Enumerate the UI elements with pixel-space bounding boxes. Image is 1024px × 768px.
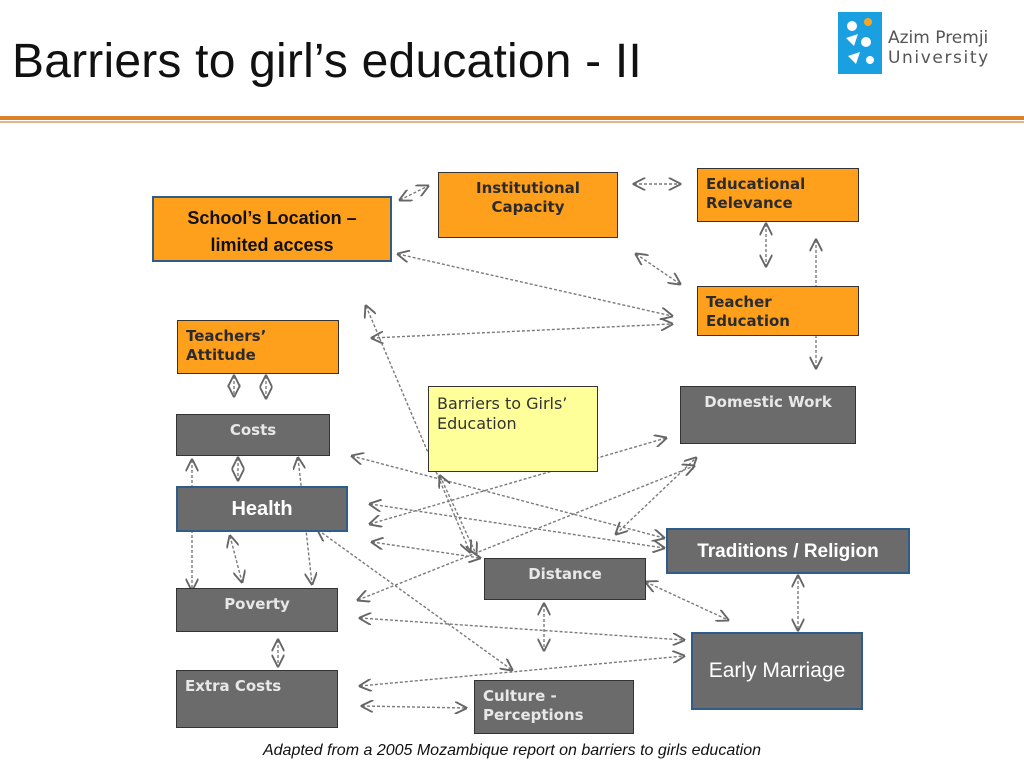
arrow-extra-marriage	[360, 656, 684, 686]
node-costs: Costs	[176, 414, 330, 456]
arrow-distance-marriage	[646, 582, 728, 620]
arrow-health-culture	[318, 530, 512, 670]
university-logo: Azim Premji University	[838, 12, 998, 78]
node-school-location: School’s Location – limited access	[152, 196, 392, 262]
node-poverty: Poverty	[176, 588, 338, 632]
source-caption: Adapted from a 2005 Mozambique report on…	[262, 742, 762, 759]
arrow-costs-poverty	[298, 458, 312, 584]
arrow-location-teacher-ed	[398, 254, 672, 316]
arrow-poverty-marriage	[360, 618, 684, 640]
node-domestic-work: Domestic Work	[680, 386, 856, 444]
node-distance: Distance	[484, 558, 646, 600]
node-teacher-education: Teacher Education	[697, 286, 859, 336]
node-teachers-attitude: Teachers’ Attitude	[177, 320, 339, 374]
arrow-location-institutional	[400, 186, 428, 200]
arrow-health-distance	[372, 542, 480, 558]
logo-mark-icon	[838, 12, 882, 74]
arrow-extra-culture	[362, 706, 466, 708]
node-institutional-capacity: Institutional Capacity	[438, 172, 618, 238]
node-barriers-to-girls-education: Barriers to Girls’ Education	[428, 386, 598, 472]
node-health: Health	[176, 486, 348, 532]
accent-rule	[0, 116, 1024, 120]
arrow-attitude-teacher-ed	[372, 324, 672, 338]
accent-rule-thin	[0, 121, 1024, 123]
logo-text: Azim Premji University	[888, 28, 990, 68]
slide-title: Barriers to girl’s education - II	[12, 35, 642, 88]
node-educational-relevance: Educational Relevance	[697, 168, 859, 222]
node-traditions-religion: Traditions / Religion	[666, 528, 910, 574]
logo-line-2: University	[888, 48, 990, 68]
arrow-institutional-teacher-ed	[636, 254, 680, 284]
node-extra-costs: Extra Costs	[176, 670, 338, 728]
arrow-health-poverty	[230, 536, 242, 582]
node-culture-perceptions: Culture - Perceptions	[474, 680, 634, 734]
node-early-marriage: Early Marriage	[691, 632, 863, 710]
logo-line-1: Azim Premji	[888, 28, 989, 48]
